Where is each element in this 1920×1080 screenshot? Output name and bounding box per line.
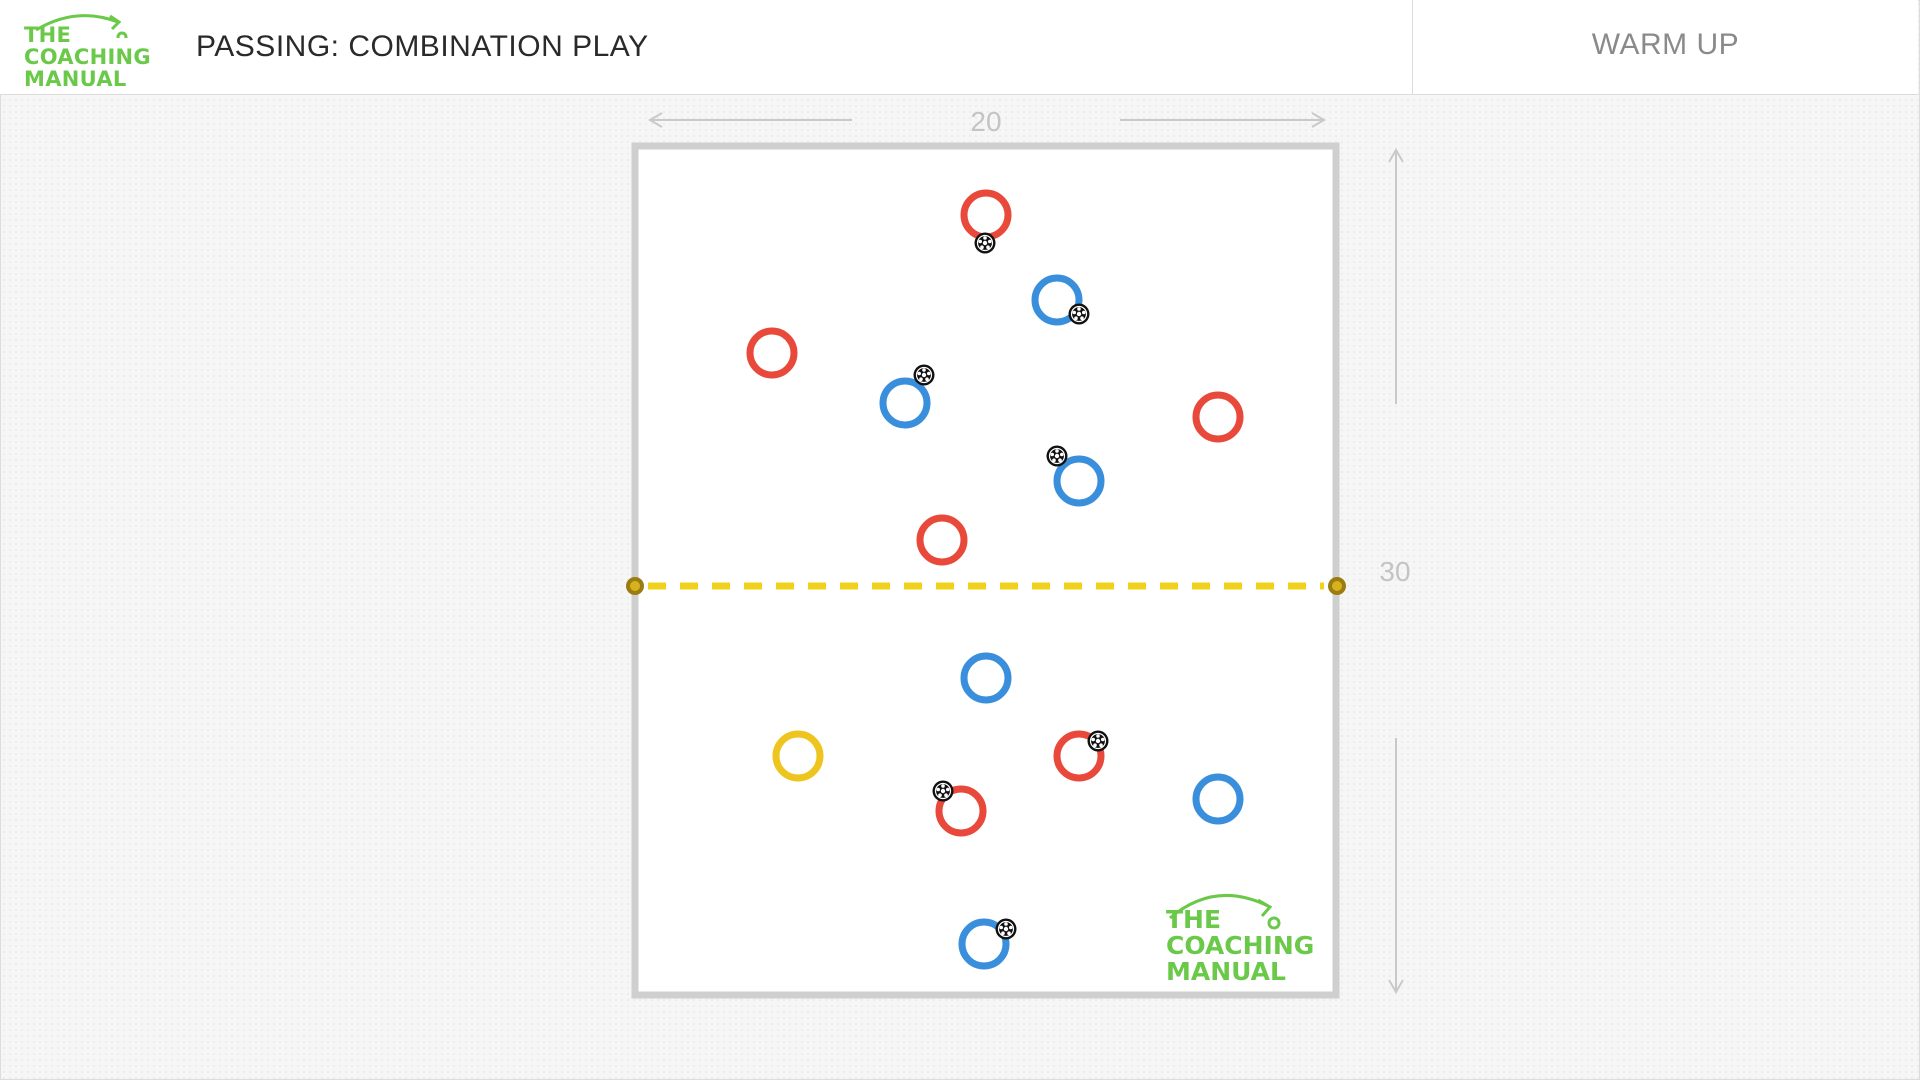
length-arrow-top-head	[1388, 148, 1404, 163]
length-dimension: 30	[1379, 148, 1411, 994]
halfway-marker-left-inner	[630, 581, 640, 591]
width-dimension: 20	[648, 106, 1326, 137]
pitch-boundary	[631, 142, 1340, 999]
header-divider	[1412, 0, 1413, 94]
watermark-arrow-icon	[1169, 894, 1269, 920]
red-player	[1053, 730, 1105, 782]
blue-player	[1192, 773, 1244, 825]
ball-icon	[994, 917, 1018, 941]
ball-icon	[1067, 302, 1091, 326]
watermark-line-2: COACHING	[1166, 931, 1314, 960]
red-player	[1192, 391, 1244, 443]
players	[746, 189, 1244, 970]
red-player	[935, 785, 987, 837]
watermark-line-1: THE	[1166, 905, 1221, 934]
phase-label: WARM UP	[1591, 28, 1740, 61]
logo-text: THE COACHING MANUAL	[24, 24, 151, 90]
ball-icon	[1045, 444, 1069, 468]
watermark-line-3: MANUAL	[1166, 957, 1286, 986]
logo-line-2: COACHING	[24, 45, 151, 69]
blue-player	[879, 377, 931, 429]
length-arrow-bottom-head	[1388, 979, 1404, 994]
logo-line-1: THE	[24, 23, 72, 47]
red-player	[746, 327, 798, 379]
width-arrow-right-head	[1311, 112, 1326, 128]
logo-arrow-icon	[35, 14, 128, 38]
ball-icon	[931, 779, 955, 803]
width-label: 20	[970, 106, 1001, 137]
ball-icon	[912, 363, 936, 387]
logo-line-3: MANUAL	[24, 67, 127, 91]
width-arrow-left-head	[648, 112, 663, 128]
watermark-arrow-head	[1257, 898, 1273, 917]
blue-player	[958, 918, 1010, 970]
ball-icon	[973, 231, 997, 255]
page-title: PASSING: COMBINATION PLAY	[196, 30, 649, 63]
watermark-ball-icon	[1267, 916, 1281, 930]
blue-player	[1031, 274, 1083, 326]
length-label: 30	[1379, 556, 1410, 587]
blue-player	[1053, 455, 1105, 507]
halfway-marker-right-inner	[1332, 581, 1342, 591]
blue-player	[960, 652, 1012, 704]
neutral-player	[772, 730, 824, 782]
red-player	[916, 514, 968, 566]
coaching-manual-logo: THE COACHING MANUAL	[18, 8, 158, 90]
ball-icon	[1086, 729, 1110, 753]
pitch-watermark-logo: THE COACHING MANUAL	[1166, 894, 1314, 986]
header-bar: THE COACHING MANUAL PASSING: COMBINATION…	[0, 0, 1918, 95]
